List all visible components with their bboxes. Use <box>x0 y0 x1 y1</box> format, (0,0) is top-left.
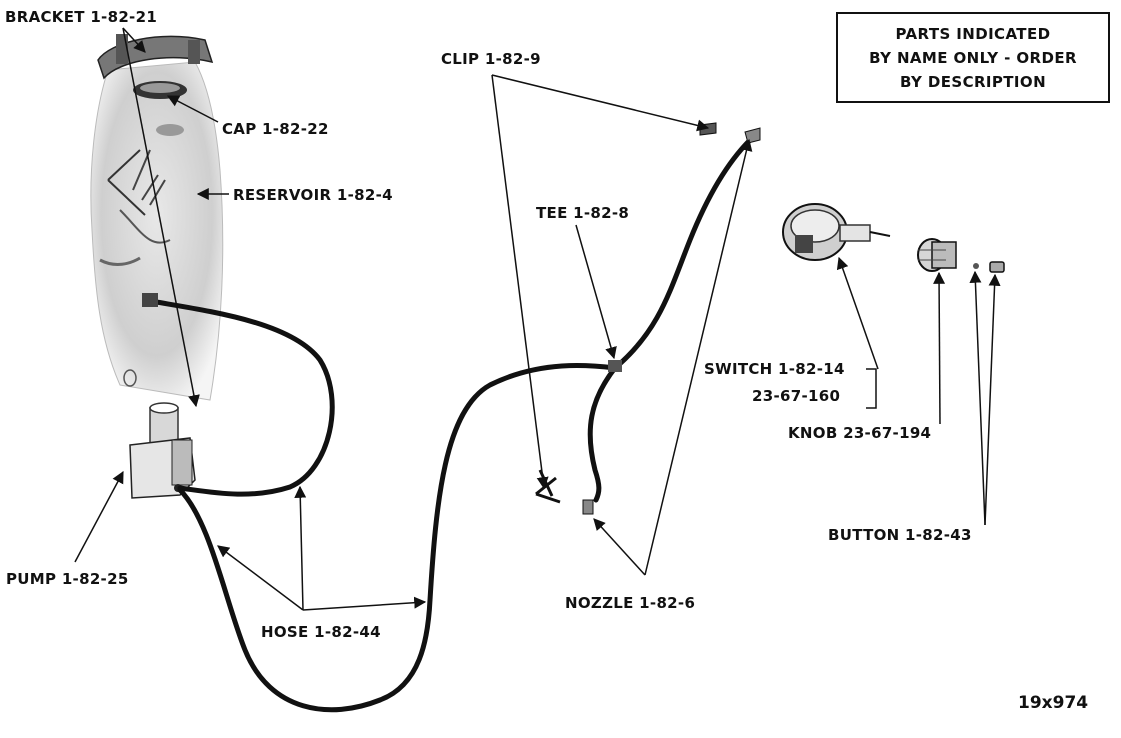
clip-label: CLIP 1-82-9 <box>441 50 541 68</box>
switch-drawing <box>782 203 891 261</box>
knob-drawing <box>917 238 957 272</box>
switch-alt-number-label: 23-67-160 <box>752 387 840 405</box>
clip-bottom-drawing <box>535 469 561 504</box>
cap-label: CAP 1-82-22 <box>222 120 329 138</box>
tee-label: TEE 1-82-8 <box>536 204 629 222</box>
hose-lines <box>142 137 753 713</box>
bracket-label: BRACKET 1-82-21 <box>5 8 157 26</box>
leader-lines <box>74 27 1001 611</box>
notice-line-2: BY NAME ONLY - ORDER <box>869 48 1077 67</box>
parts-notice-box: PARTS INDICATED BY NAME ONLY - ORDER BY … <box>836 12 1110 103</box>
reservoir-outlet-fitting <box>142 293 158 307</box>
knob-label: KNOB 23-67-194 <box>788 424 931 442</box>
nozzle-bottom-drawing <box>582 499 594 515</box>
notice-line-3: BY DESCRIPTION <box>899 72 1047 91</box>
notice-line-1: PARTS INDICATED <box>895 24 1051 43</box>
nozzle-label: NOZZLE 1-82-6 <box>565 594 695 612</box>
hose-label: HOSE 1-82-44 <box>261 623 381 641</box>
switch-label: SWITCH 1-82-14 <box>704 360 845 378</box>
cap-drawing <box>133 81 187 99</box>
tee-fitting <box>608 360 622 372</box>
reservoir-label: RESERVOIR 1-82-4 <box>233 186 393 204</box>
button-drawing <box>973 261 1005 273</box>
pump-drawing <box>129 402 196 499</box>
button-label: BUTTON 1-82-43 <box>828 526 972 544</box>
pump-label: PUMP 1-82-25 <box>6 570 129 588</box>
figure-number: 19x974 <box>1018 693 1089 713</box>
nozzle-top-drawing <box>744 127 761 144</box>
reservoir-drawing <box>90 61 224 401</box>
clip-top-drawing <box>699 122 717 136</box>
